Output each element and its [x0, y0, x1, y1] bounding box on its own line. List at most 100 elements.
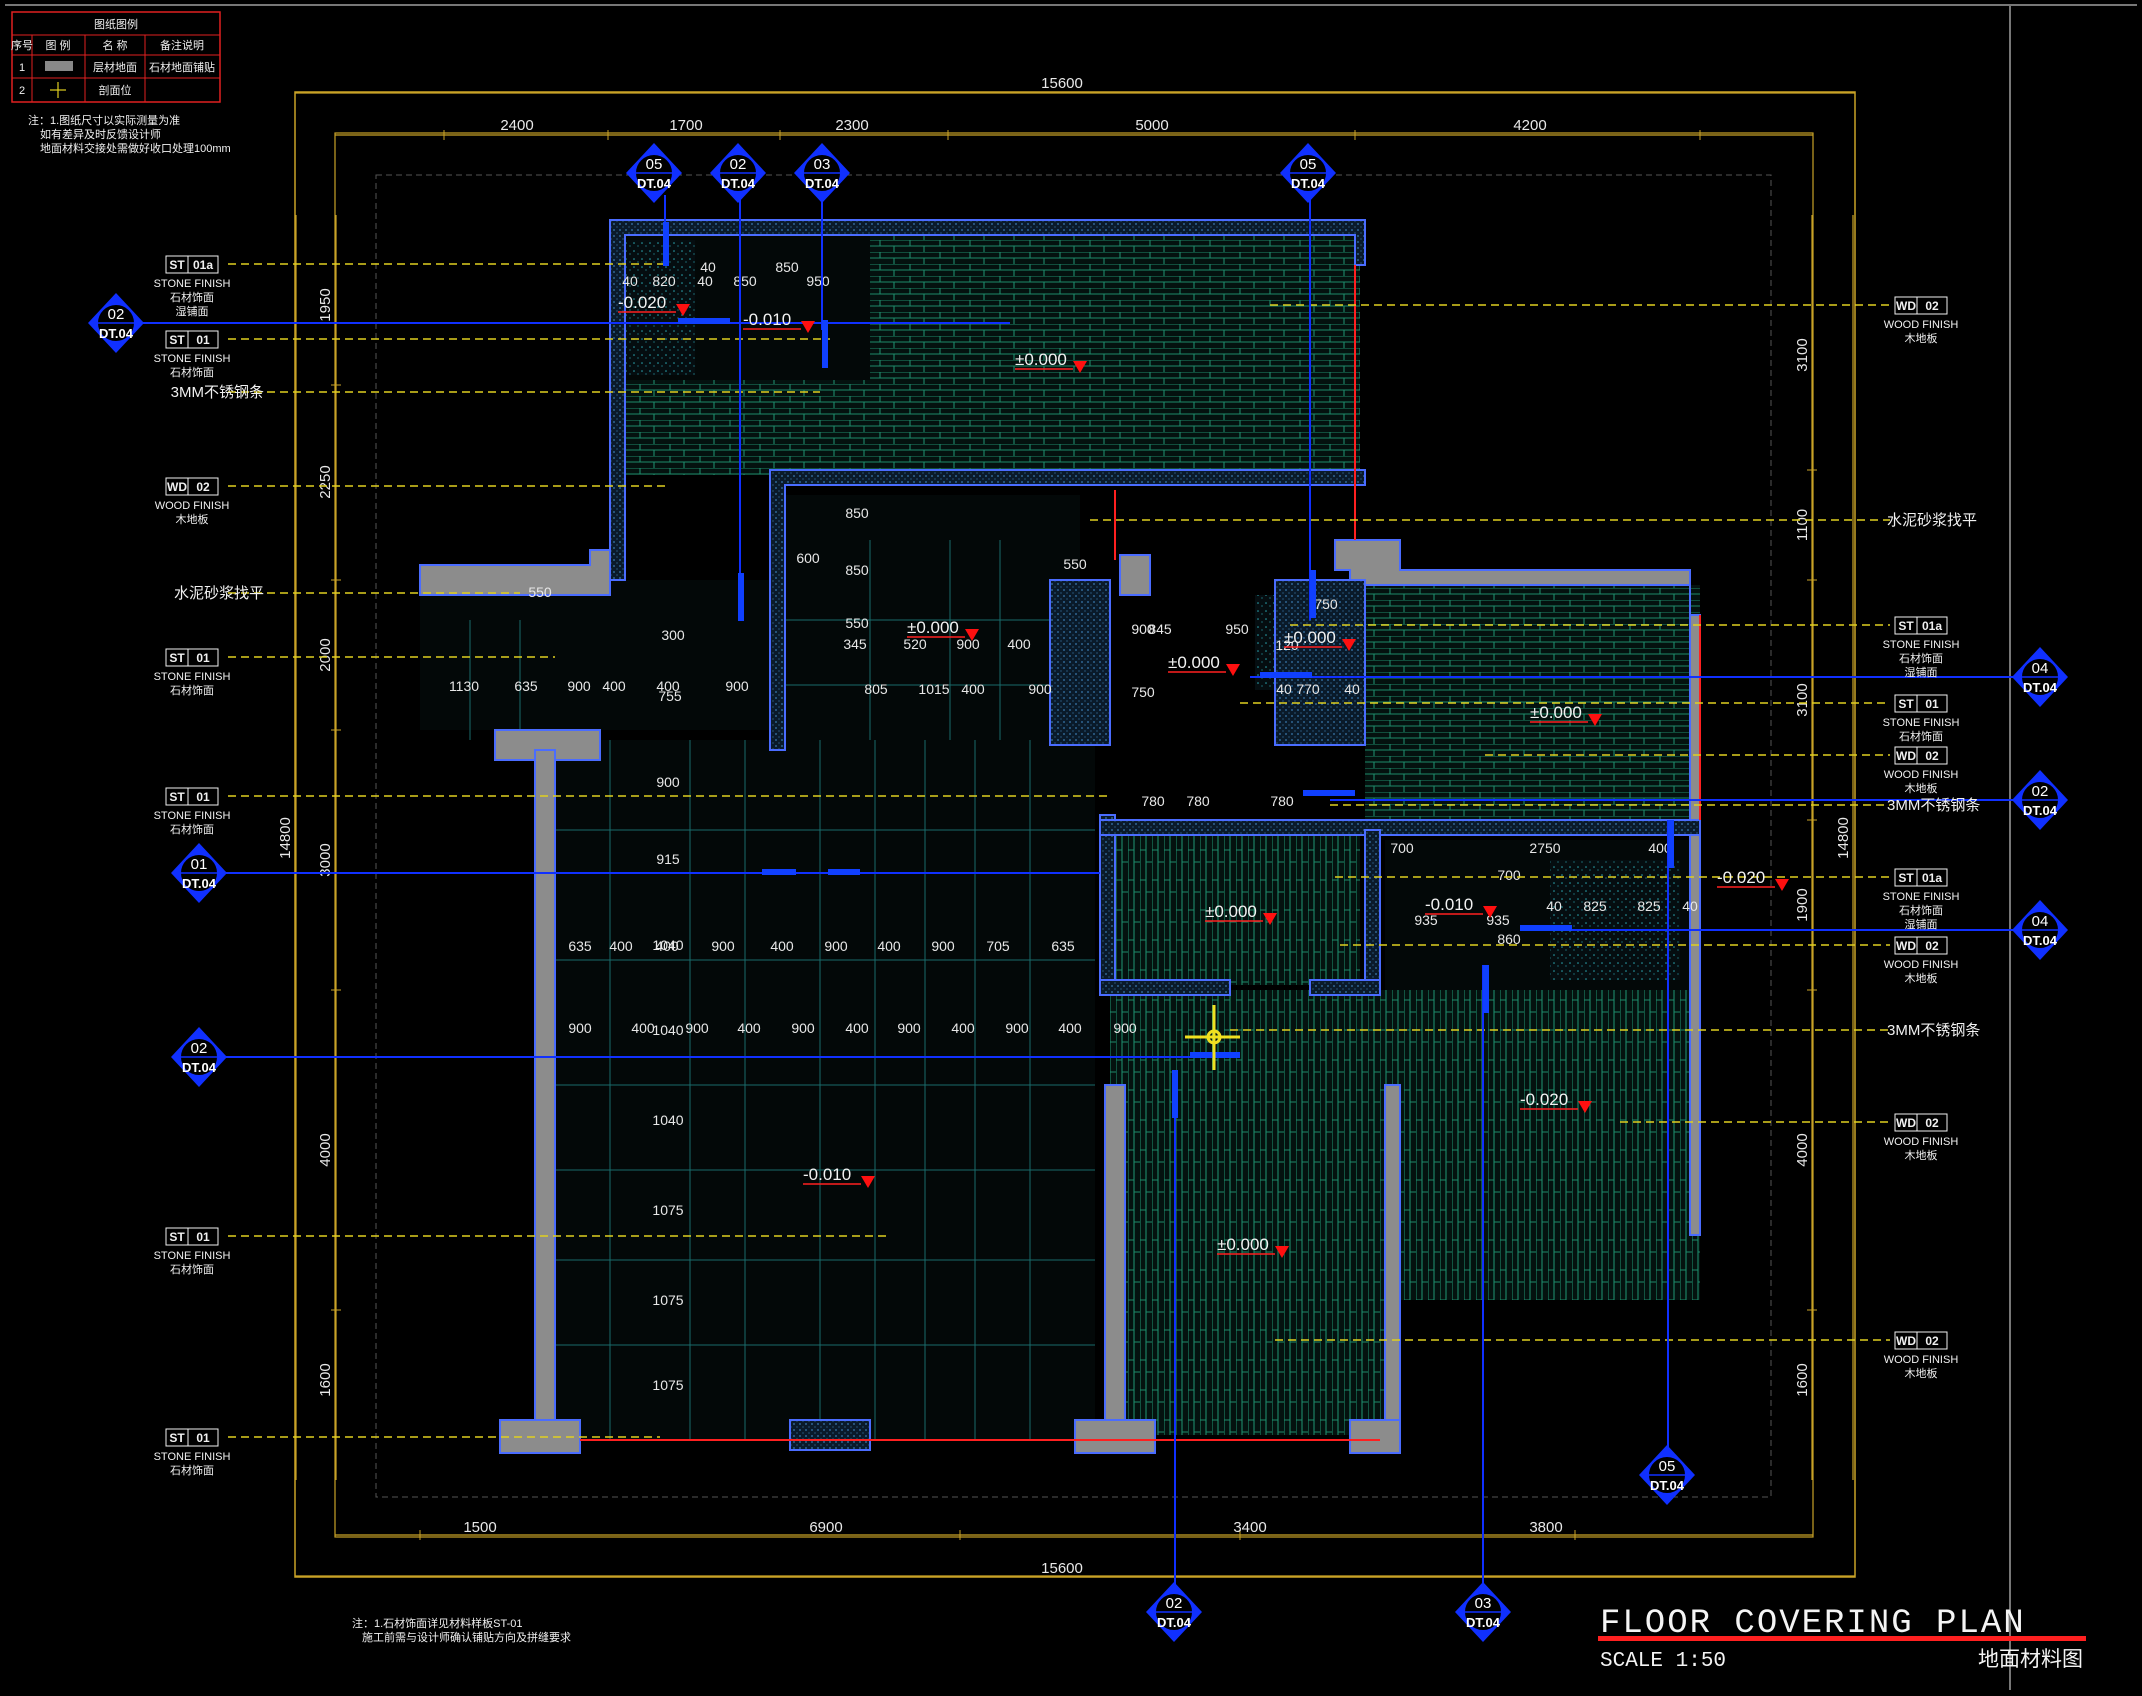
svg-text:WD: WD — [1896, 749, 1916, 763]
interior-dimension: 40 — [1546, 898, 1562, 914]
interior-dimension: 915 — [656, 851, 680, 867]
svg-text:01a: 01a — [193, 258, 213, 272]
dim-right-seg: 3100 — [1794, 338, 1811, 371]
svg-text:02: 02 — [191, 1040, 208, 1057]
svg-text:ST: ST — [169, 1230, 185, 1244]
svg-text:02: 02 — [1925, 749, 1939, 763]
svg-text:ST: ST — [169, 333, 185, 347]
svg-text:木地板: 木地板 — [176, 512, 209, 526]
legend-table: 图纸图例 序号 图 例 名 称 备注说明 1 层材地面 石材地面铺贴 2 剖面位 — [11, 11, 221, 103]
svg-text:02: 02 — [1925, 1334, 1939, 1348]
dim-right-total: 14800 — [1835, 817, 1852, 859]
dim-right-seg: 4000 — [1794, 1133, 1811, 1166]
svg-text:ST: ST — [169, 790, 185, 804]
svg-text:01: 01 — [191, 856, 208, 873]
svg-text:01: 01 — [196, 651, 210, 665]
svg-text:DT.04: DT.04 — [99, 326, 134, 341]
svg-text:DT.04: DT.04 — [721, 176, 756, 191]
interior-dimension: 300 — [661, 627, 685, 643]
interior-dimension: 400 — [1648, 840, 1672, 856]
dim-right-seg: 1900 — [1794, 888, 1811, 921]
material-tag: 3MM不锈钢条 — [171, 384, 264, 401]
legend-row-no: 2 — [19, 85, 25, 97]
svg-text:石材饰面: 石材饰面 — [170, 683, 214, 697]
svg-text:01: 01 — [1925, 697, 1939, 711]
level-triangle-icon — [1578, 1101, 1592, 1113]
level-marker: ±0.000 — [1284, 628, 1356, 651]
svg-text:02: 02 — [108, 306, 125, 323]
svg-text:DT.04: DT.04 — [2023, 680, 2058, 695]
interior-dimension: 750 — [1131, 684, 1155, 700]
svg-text:02: 02 — [1925, 299, 1939, 313]
interior-dimension: 900 — [567, 678, 591, 694]
level-triangle-icon — [1588, 714, 1602, 726]
interior-dimension: 805 — [864, 681, 888, 697]
svg-text:±0.000: ±0.000 — [1284, 628, 1336, 647]
stone-tile-grid — [469, 540, 1095, 1440]
svg-text:WD: WD — [1896, 1116, 1916, 1130]
svg-text:木地板: 木地板 — [1905, 1366, 1938, 1380]
interior-dimension: 400 — [877, 938, 901, 954]
svg-text:±0.000: ±0.000 — [907, 618, 959, 637]
legend-row-name: 层材地面 — [93, 60, 137, 74]
interior-dimension: 1040 — [652, 1112, 683, 1128]
level-triangle-icon — [1775, 879, 1789, 891]
interior-dimension: 850 — [845, 562, 869, 578]
interior-dimension: 900 — [725, 678, 749, 694]
legend-row-no: 1 — [19, 62, 25, 74]
svg-text:03: 03 — [814, 156, 831, 173]
svg-text:WOOD FINISH: WOOD FINISH — [1884, 769, 1959, 781]
svg-text:DT.04: DT.04 — [182, 876, 217, 891]
interior-dimension: 1130 — [449, 678, 479, 694]
level-marker: -0.020 — [618, 293, 690, 316]
svg-text:DT.04: DT.04 — [1157, 1615, 1192, 1630]
level-marker: ±0.000 — [1015, 350, 1087, 373]
interior-dimension: 120 — [1275, 637, 1299, 653]
svg-text:DT.04: DT.04 — [1466, 1615, 1501, 1630]
level-marker: -0.020 — [1717, 868, 1789, 891]
interior-dimension: 845 — [1148, 621, 1172, 637]
svg-text:STONE FINISH: STONE FINISH — [154, 671, 231, 683]
level-triangle-icon — [1483, 906, 1497, 918]
material-tag: 水泥砂浆找平 — [174, 584, 264, 602]
interior-dimension: 850 — [845, 505, 869, 521]
svg-text:湿铺面: 湿铺面 — [1905, 918, 1938, 931]
level-marker: ±0.000 — [907, 618, 979, 641]
svg-text:02: 02 — [730, 156, 747, 173]
interior-dimension: 900 — [656, 774, 680, 790]
section-cut-marks — [663, 222, 1674, 1118]
material-tag: 3MM不锈钢条 — [1887, 797, 1980, 814]
interior-dimension: 635 — [568, 938, 592, 954]
svg-text:WOOD FINISH: WOOD FINISH — [1884, 1136, 1959, 1148]
interior-dimension: 2750 — [1529, 840, 1560, 856]
svg-text:ST: ST — [1898, 871, 1914, 885]
interior-dimension: 40 — [700, 259, 716, 275]
svg-text:DT.04: DT.04 — [637, 176, 672, 191]
level-triangle-icon — [1275, 1246, 1289, 1258]
svg-text:注：1.图纸尺寸以实际测量为准: 注：1.图纸尺寸以实际测量为准 — [28, 113, 180, 127]
move-cross-icon — [1185, 1005, 1240, 1070]
svg-text:DT.04: DT.04 — [1650, 1478, 1685, 1493]
dimension-ticks — [331, 130, 1817, 1540]
svg-text:02: 02 — [1166, 1595, 1183, 1612]
interior-dimension: 400 — [770, 938, 794, 954]
level-marker: -0.010 — [1425, 895, 1497, 918]
interior-dimension: 900 — [956, 636, 980, 652]
interior-dimension: 900 — [791, 1020, 815, 1036]
dim-top-seg: 2400 — [500, 117, 533, 134]
svg-text:木地板: 木地板 — [1905, 1148, 1938, 1162]
legend-row-note: 石材地面铺贴 — [149, 60, 215, 74]
svg-text:石材饰面: 石材饰面 — [170, 822, 214, 836]
level-triangle-icon — [1226, 664, 1240, 676]
interior-dimension: 400 — [602, 678, 626, 694]
drawing-title-cn: 地面材料图 — [1978, 1648, 2083, 1673]
interior-dimension: 770 — [1296, 681, 1320, 697]
drawing-frame — [5, 4, 2137, 1690]
legend-col: 备注说明 — [160, 38, 204, 52]
interior-dimension: 705 — [986, 938, 1010, 954]
